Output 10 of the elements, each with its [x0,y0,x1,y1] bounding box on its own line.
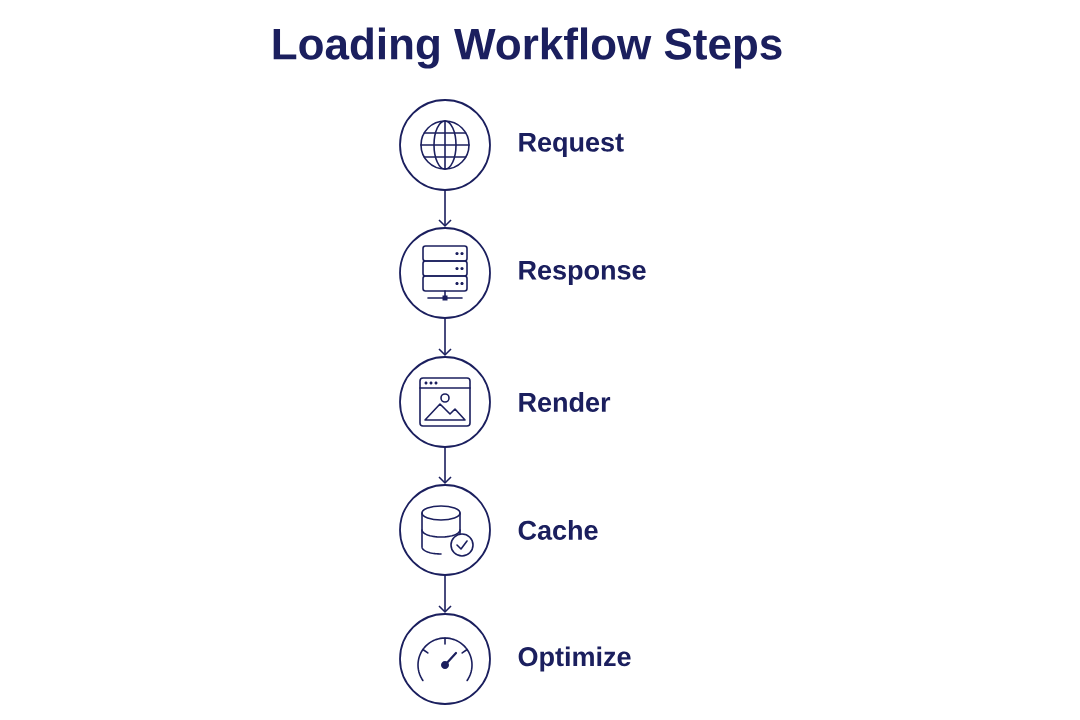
step-label: Optimize [518,646,631,672]
step-label: Cache [518,520,598,540]
arrow [438,575,452,614]
title: Loading Workflow Steps [273,27,782,69]
arrow [438,190,452,228]
arrow [438,318,452,357]
step-label: Response [519,260,646,286]
arrow [438,447,452,485]
step-label: Request [519,132,624,158]
step-label: Render [519,392,611,412]
